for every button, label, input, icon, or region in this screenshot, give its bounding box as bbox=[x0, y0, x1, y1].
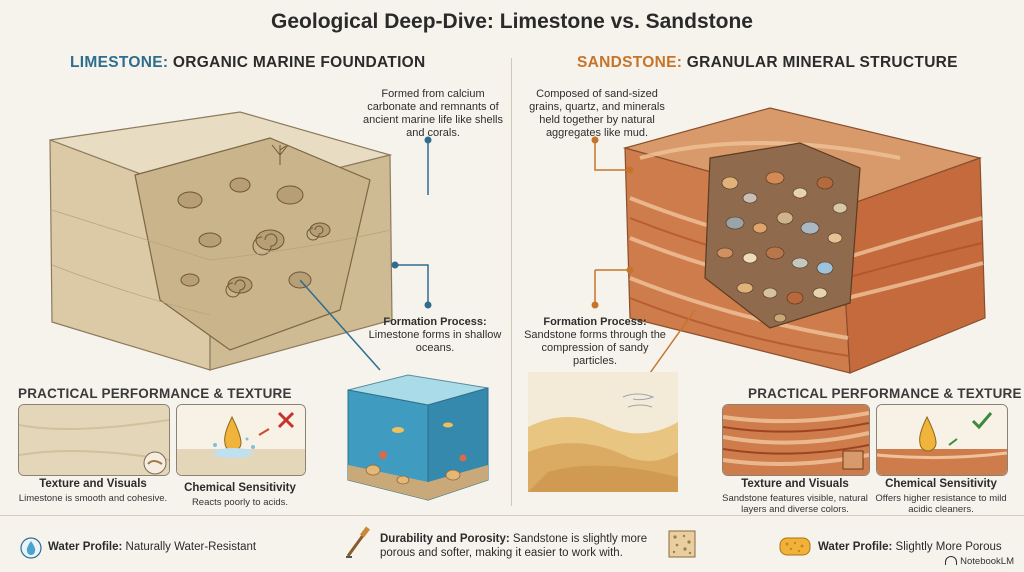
sandstone-performance-heading: PRACTICAL PERFORMANCE & TEXTURE bbox=[748, 386, 1022, 401]
limestone-heading: LIMESTONE: ORGANIC MARINE FOUNDATION bbox=[70, 54, 426, 72]
sandstone-grain-cutaway bbox=[704, 142, 861, 329]
sandstone-chemical-card bbox=[876, 404, 1008, 476]
sandstone-texture-card bbox=[722, 404, 870, 476]
limestone-formation-text: Limestone forms in shallow oceans. bbox=[368, 329, 502, 354]
desert-dunes-illustration bbox=[528, 372, 678, 492]
limestone-acid-test bbox=[177, 405, 305, 475]
page-title: Geological Deep-Dive: Limestone vs. Sand… bbox=[271, 10, 753, 33]
limestone-heading-rest: ORGANIC MARINE FOUNDATION bbox=[168, 54, 426, 71]
sandstone-composition-note: Composed of sand-sized grains, quartz, a… bbox=[529, 88, 665, 139]
sandstone-acid-test bbox=[877, 405, 1007, 475]
sandstone-heading-keyword: SANDSTONE: bbox=[577, 54, 683, 71]
limestone-block-illustration bbox=[49, 111, 393, 371]
brand-label: NotebookLM bbox=[960, 556, 1014, 567]
sandstone-water-text: Slightly More Porous bbox=[892, 541, 1002, 553]
notebooklm-logo: NotebookLM bbox=[945, 556, 1014, 567]
limestone-formation-note: Formation Process:Limestone forms in sha… bbox=[366, 316, 504, 355]
limestone-water-label: Water Profile: bbox=[48, 541, 123, 553]
limestone-chemical-title: Chemical Sensitivity bbox=[184, 482, 296, 494]
sandstone-texture-title: Texture and Visuals bbox=[741, 478, 849, 490]
ocean-cube-illustration bbox=[347, 374, 489, 501]
check-icon bbox=[971, 412, 993, 430]
sandstone-callout-lines bbox=[591, 136, 696, 381]
limestone-formation-label: Formation Process: bbox=[383, 316, 487, 328]
notebooklm-logo-icon bbox=[945, 556, 958, 565]
porous-stone-icon bbox=[668, 530, 696, 558]
footer-divider bbox=[0, 515, 1024, 516]
sandstone-chemical-desc: Offers higher resistance to mild acidic … bbox=[875, 493, 1007, 515]
limestone-heading-keyword: LIMESTONE: bbox=[70, 54, 169, 71]
limestone-composition-note: Formed from calcium carbonate and remnan… bbox=[362, 88, 503, 139]
limestone-texture-title: Texture and Visuals bbox=[39, 478, 147, 490]
durability-note: Durability and Porosity: Sandstone is sl… bbox=[380, 532, 660, 560]
sandstone-texture-desc: Sandstone features visible, natural laye… bbox=[722, 493, 868, 515]
water-drop-icon bbox=[20, 537, 42, 559]
sandstone-texture-swatch bbox=[723, 405, 869, 475]
limestone-water-profile: Water Profile: Naturally Water-Resistant bbox=[48, 541, 256, 553]
limestone-callout-lines bbox=[300, 136, 432, 371]
sandstone-formation-note: Formation Process:Sandstone forms throug… bbox=[520, 316, 670, 368]
sandstone-block-illustration bbox=[622, 107, 986, 374]
limestone-fossil-cutaway bbox=[134, 137, 371, 351]
sandstone-heading-rest: GRANULAR MINERAL STRUCTURE bbox=[682, 54, 958, 71]
sandstone-water-label: Water Profile: bbox=[818, 541, 893, 553]
durability-text: Sandstone is slightly more porous and so… bbox=[380, 533, 648, 559]
limestone-texture-desc: Limestone is smooth and cohesive. bbox=[18, 493, 168, 504]
limestone-performance-heading: PRACTICAL PERFORMANCE & TEXTURE bbox=[18, 386, 292, 401]
sandstone-formation-label: Formation Process: bbox=[543, 316, 647, 328]
sandstone-water-profile: Water Profile: Slightly More Porous bbox=[818, 541, 1002, 553]
acid-drop-icon bbox=[919, 415, 937, 452]
limestone-texture-card bbox=[18, 404, 170, 476]
chisel-icon bbox=[346, 526, 370, 558]
center-divider bbox=[511, 58, 512, 506]
sandstone-chemical-title: Chemical Sensitivity bbox=[885, 478, 997, 490]
limestone-texture-swatch bbox=[19, 405, 169, 475]
sponge-icon bbox=[779, 537, 811, 556]
sandstone-formation-text: Sandstone forms through the compression … bbox=[524, 329, 666, 367]
sandstone-heading: SANDSTONE: GRANULAR MINERAL STRUCTURE bbox=[577, 54, 958, 72]
limestone-water-text: Naturally Water-Resistant bbox=[122, 541, 257, 553]
durability-label: Durability and Porosity: bbox=[380, 533, 510, 545]
limestone-chemical-desc: Reacts poorly to acids. bbox=[191, 497, 289, 508]
limestone-chemical-card bbox=[176, 404, 306, 476]
cross-icon bbox=[277, 411, 295, 429]
